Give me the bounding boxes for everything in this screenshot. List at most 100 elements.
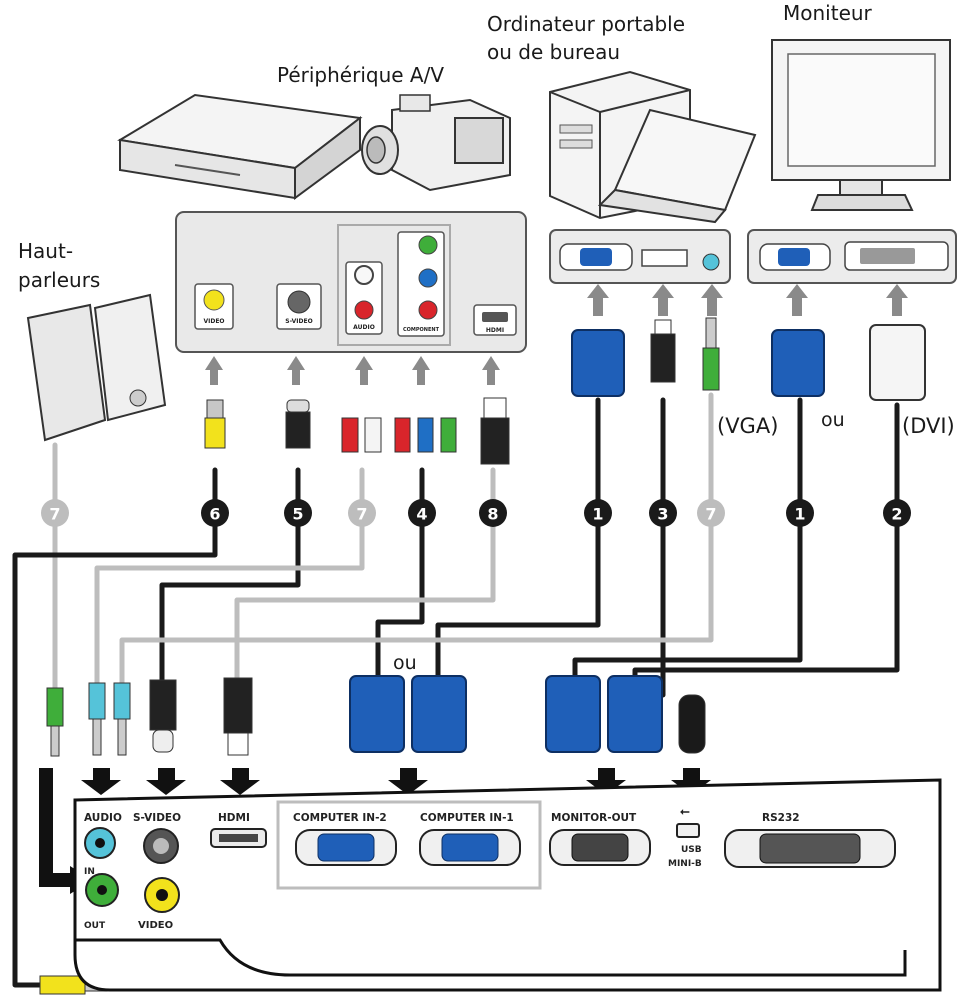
plug-usb-top	[654, 319, 672, 335]
dvd-player-illustration	[117, 93, 363, 200]
svg-text:7: 7	[49, 505, 60, 524]
dvi-label: (DVI)	[902, 414, 955, 438]
monitor-illustration	[771, 39, 951, 211]
av-component-blue-icon	[418, 268, 438, 288]
plug-component-blue	[417, 417, 434, 453]
av-video-jack-icon	[203, 289, 225, 311]
cable-number-badges: 7 6 5 7 4 8 1 3 7 1 2	[41, 499, 911, 527]
svg-text:4: 4	[416, 505, 427, 524]
av-audio-red-icon	[354, 300, 374, 320]
usb-symbol-icon: ⭠	[680, 804, 690, 818]
proj-hdmi-label: HDMI	[218, 812, 250, 824]
computer-input-group	[276, 800, 542, 890]
plug-svideo	[286, 399, 310, 413]
or-label-right: ou	[821, 409, 845, 431]
svg-text:6: 6	[209, 505, 220, 524]
proj-in-label: IN	[84, 867, 95, 877]
av-audio-white-icon	[354, 265, 374, 285]
computer-label-line1: Ordinateur portable	[487, 12, 685, 36]
plug-vga-in2	[349, 675, 405, 753]
plug-video-bottom	[39, 975, 86, 995]
plug-vga-monitor-out-1	[545, 675, 601, 753]
plug-audio-pc	[705, 317, 717, 349]
av-hdmi-label: HDMI	[486, 327, 504, 334]
plug-hdmi-top	[483, 397, 507, 419]
plug-component-red	[394, 417, 411, 453]
plug-usb-bottom	[678, 694, 706, 754]
av-svideo-label: S-VIDEO	[285, 318, 312, 325]
plug-vga-monitor	[771, 329, 825, 397]
av-port-panel: VIDEO S-VIDEO AUDIO COMPONENT HDMI	[175, 211, 527, 353]
pc-usb-port	[641, 249, 688, 267]
cable-audio-av	[94, 467, 365, 688]
svg-text:1: 1	[592, 505, 603, 524]
plug-audio-red	[341, 417, 359, 453]
monitor-label: Moniteur	[783, 1, 873, 25]
badge-audio-pc	[697, 499, 725, 527]
av-component-red-icon	[418, 300, 438, 320]
speakers-label-line1: Haut-	[18, 239, 73, 263]
plug-audio-white	[364, 417, 382, 453]
plug-speaker-bottom	[46, 687, 64, 727]
plug-video-yellow	[206, 399, 224, 419]
proj-usb-label-line2: MINI-B	[668, 859, 702, 869]
proj-rs232-label: RS232	[762, 812, 800, 824]
projector-panel: AUDIO S-VIDEO HDMI COMPUTER IN-2 COMPUTE…	[73, 778, 942, 992]
computer-port-panel	[549, 229, 731, 284]
svg-text:3: 3	[657, 505, 668, 524]
bottom-connectors	[39, 675, 706, 995]
cable-component	[375, 467, 425, 678]
plug-vga-pc	[571, 329, 625, 397]
badge-component	[408, 499, 436, 527]
proj-audio-label: AUDIO	[84, 812, 122, 824]
proj-svideo-label: S-VIDEO	[133, 812, 181, 824]
proj-usb-label-line1: USB	[681, 845, 702, 855]
plug-hdmi-bottom	[223, 677, 253, 734]
monitor-vga-port-icon	[778, 248, 810, 266]
svg-text:5: 5	[292, 505, 303, 524]
proj-monitor-out-label: MONITOR-OUT	[551, 812, 637, 824]
device-up-arrows	[205, 284, 908, 385]
av-audio-label: AUDIO	[353, 324, 375, 331]
av-hdmi-jack-icon	[482, 312, 508, 322]
plug-audio-in-1	[88, 682, 106, 720]
plug-component-green	[440, 417, 457, 453]
proj-video-label: VIDEO	[138, 920, 173, 931]
av-device-label: Périphérique A/V	[277, 63, 444, 87]
laptop-illustration	[597, 108, 757, 224]
vga-label: (VGA)	[717, 414, 778, 438]
proj-computer-in2-label: COMPUTER IN-2	[293, 812, 387, 824]
or-label-middle: ou	[393, 652, 417, 674]
av-component-green-icon	[418, 235, 438, 255]
av-component-label: COMPONENT	[403, 327, 440, 333]
proj-out-label: OUT	[84, 921, 106, 931]
badge-vga-pc	[584, 499, 612, 527]
svg-text:8: 8	[487, 505, 498, 524]
plug-vga-monitor-out-2	[607, 675, 663, 753]
camcorder-illustration	[361, 94, 511, 192]
computer-label-line2: ou de bureau	[487, 40, 620, 64]
badge-speaker	[41, 499, 69, 527]
svg-text:7: 7	[705, 505, 716, 524]
badge-video	[201, 499, 229, 527]
svg-text:2: 2	[891, 505, 902, 524]
badge-usb	[649, 499, 677, 527]
pc-vga-port-icon	[580, 248, 612, 266]
cable-svideo	[159, 467, 301, 683]
svg-text:1: 1	[794, 505, 805, 524]
badge-vga-monitor	[786, 499, 814, 527]
speakers-illustration	[26, 293, 167, 442]
cable-dvi	[632, 402, 900, 681]
pc-audio-port-icon	[702, 253, 720, 271]
proj-usb-port	[676, 823, 700, 838]
proj-computer-in1-label: COMPUTER IN-1	[420, 812, 514, 824]
monitor-port-panel	[747, 229, 957, 284]
badge-svideo	[284, 499, 312, 527]
cable-vga-monitor	[572, 397, 803, 678]
plug-audio-in-2	[113, 682, 131, 720]
speakers-label-line2: parleurs	[18, 268, 100, 292]
top-connectors	[204, 317, 926, 465]
badge-dvi	[883, 499, 911, 527]
cable-vga-pc	[435, 397, 601, 678]
